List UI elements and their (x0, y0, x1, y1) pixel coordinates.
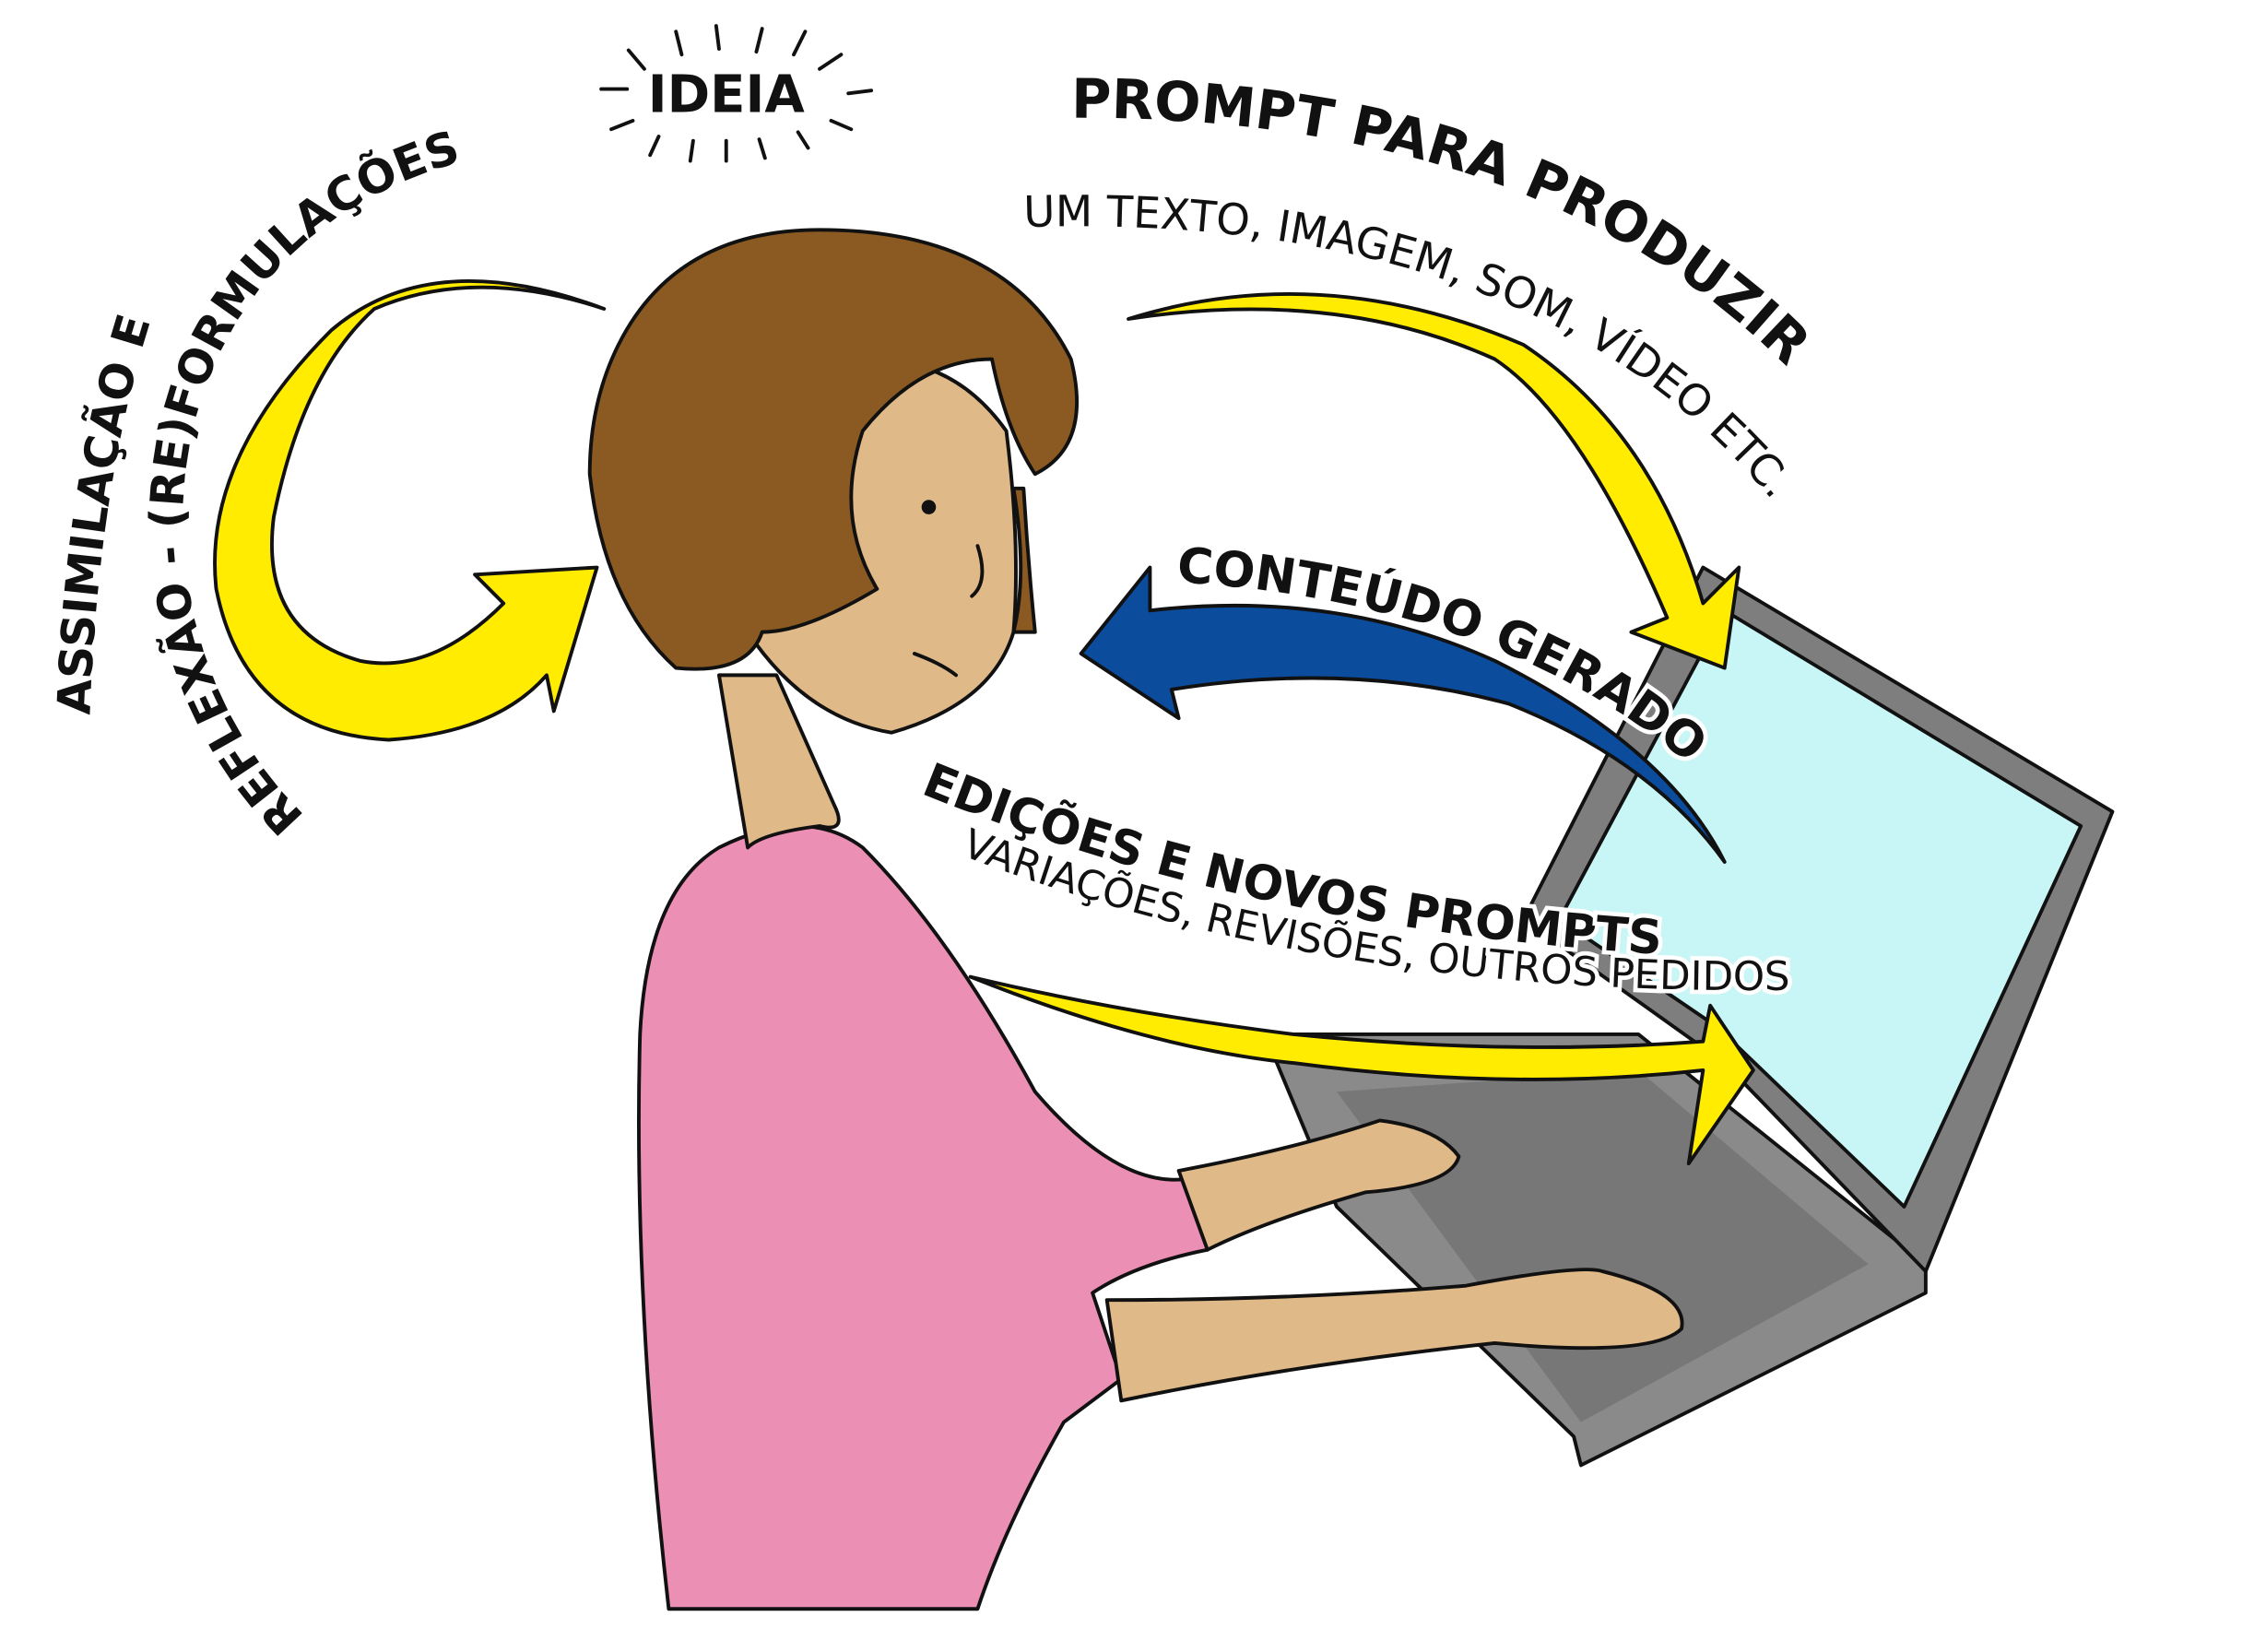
laptop-screen (1557, 608, 2083, 1209)
arrows (213, 279, 1755, 1166)
reflection-loop-arrow (213, 279, 607, 742)
woman (587, 228, 1684, 1611)
shirt (637, 824, 1210, 1611)
mouth (912, 652, 959, 678)
prompt-arrow (1127, 292, 1741, 670)
eye-icon (921, 500, 937, 514)
generated-content-arrow (1079, 565, 1727, 864)
left-arm (1176, 1118, 1461, 1252)
sparkle-lines-icon (599, 24, 874, 163)
right-arm (1104, 1268, 1684, 1403)
nose (970, 544, 985, 598)
neck (717, 673, 841, 850)
laptop-keyboard (1337, 1069, 1869, 1422)
edits-arrow (968, 974, 1755, 1166)
idea-burst: IDEIA (599, 24, 874, 163)
hair (587, 228, 1079, 671)
idea-label: IDEIA (648, 65, 806, 125)
hair-side (1011, 486, 1037, 634)
